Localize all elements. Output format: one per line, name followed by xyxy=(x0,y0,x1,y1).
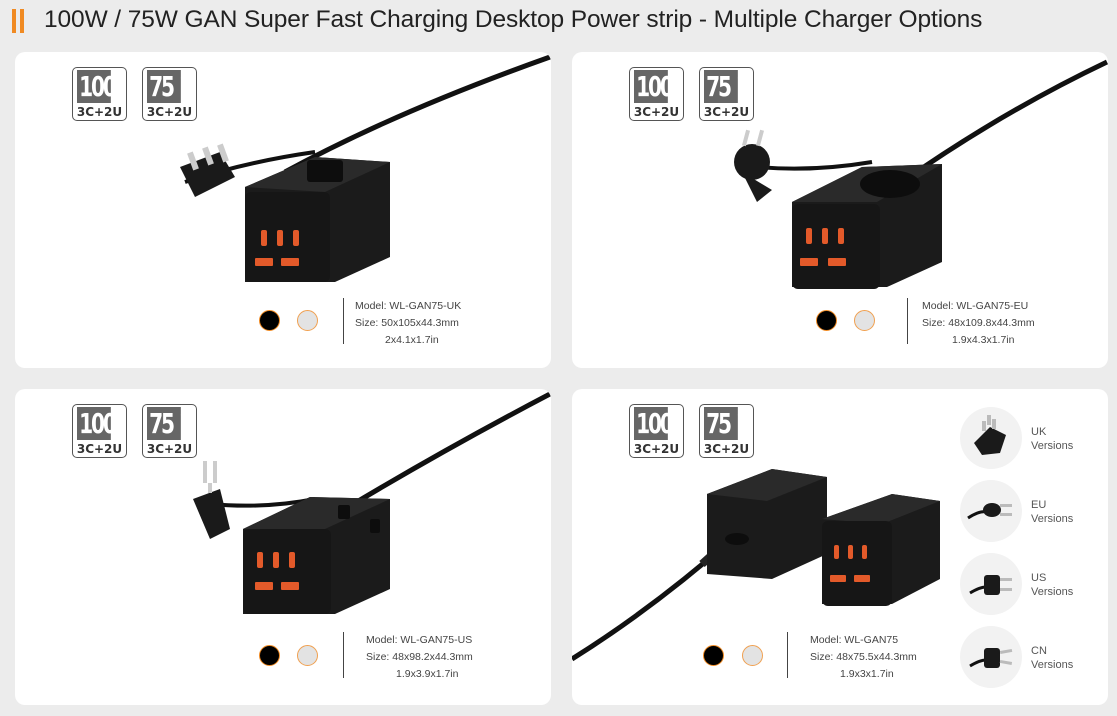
product-card-eu: 100 GaN 3C+2U 75 GaN 3C+2U Model: W xyxy=(572,52,1108,368)
power-strip-eu-image xyxy=(734,59,1108,289)
badge-100w: 100 GaN 3C+2U xyxy=(72,404,127,458)
version-code: US xyxy=(1031,572,1047,584)
size-label: Size: 48x98.2x44.3mm xyxy=(366,651,473,663)
power-badges: 100 GaN 3C+2U 75 GaN 3C+2U xyxy=(72,67,202,121)
badge-gan: GaN xyxy=(180,413,193,419)
model-label: Model: WL-GAN75-US xyxy=(366,634,473,646)
spec-divider xyxy=(907,298,908,344)
us-plug-icon xyxy=(960,553,1022,615)
spec-divider xyxy=(343,298,344,344)
version-label: Versions xyxy=(1031,513,1074,525)
badge-100w: 100 GaN 3C+2U xyxy=(629,404,684,458)
version-cn: CN Versions xyxy=(960,626,1100,690)
color-swatch-black[interactable] xyxy=(703,645,724,666)
accent-bar xyxy=(20,9,24,33)
version-uk: UK Versions xyxy=(960,407,1100,471)
badge-gan: GaN xyxy=(110,413,123,419)
spec-text: Model: WL-GAN75-US Size: 48x98.2x44.3mm … xyxy=(366,632,473,683)
version-label: Versions xyxy=(1031,586,1074,598)
spec-text: Model: WL-GAN75-EU Size: 48x109.8x44.3mm… xyxy=(922,298,1035,349)
badge-wattage: 100 xyxy=(77,407,117,440)
version-eu: EU Versions xyxy=(960,480,1100,544)
badge-75w: 75 GaN 3C+2U xyxy=(142,404,197,458)
badge-wattage: 75 xyxy=(147,407,181,440)
power-strip-uk-image xyxy=(180,54,551,282)
color-swatch-white[interactable] xyxy=(297,310,318,331)
badge-wattage: 75 xyxy=(147,70,181,103)
page-title: 100W / 75W GAN Super Fast Charging Deskt… xyxy=(44,6,983,33)
badge-gan: GaN xyxy=(180,76,193,82)
badge-75w: 75 GaN 3C+2U xyxy=(142,67,197,121)
product-card-adapter: 100 GaN 3C+2U 75 GaN 3C+2U Model: WL-GAN… xyxy=(572,389,1108,705)
product-card-us: 100 GaN 3C+2U 75 GaN 3C+2U Mod xyxy=(15,389,551,705)
badge-ports: 3C+2U xyxy=(633,105,680,119)
badge-75w: 75 GaN 3C+2U xyxy=(699,67,754,121)
size-inches: 2x4.1x1.7in xyxy=(385,334,439,346)
color-swatch-white[interactable] xyxy=(854,310,875,331)
version-code: UK xyxy=(1031,426,1047,438)
eu-plug-icon xyxy=(734,129,772,202)
eu-plug-icon xyxy=(960,480,1022,542)
us-plug-icon xyxy=(193,461,230,539)
version-label: Versions xyxy=(1031,440,1074,452)
badge-gan: GaN xyxy=(667,413,680,419)
color-swatch-white[interactable] xyxy=(297,645,318,666)
power-badges: 100 GaN 3C+2U 75 GaN 3C+2U xyxy=(629,404,759,458)
size-inches: 1.9x3x1.7in xyxy=(840,668,894,680)
color-swatch-black[interactable] xyxy=(259,310,280,331)
power-badges: 100 GaN 3C+2U 75 GaN 3C+2U xyxy=(72,404,202,458)
badge-100w: 100 GaN 3C+2U xyxy=(72,67,127,121)
color-swatch-black[interactable] xyxy=(259,645,280,666)
badge-ports: 3C+2U xyxy=(633,442,680,456)
version-label: Versions xyxy=(1031,659,1074,671)
badge-wattage: 100 xyxy=(634,70,674,103)
badge-gan: GaN xyxy=(110,76,123,82)
badge-gan: GaN xyxy=(737,76,750,82)
cn-plug-icon xyxy=(960,626,1022,688)
badge-gan: GaN xyxy=(737,413,750,419)
charger-adapter-image xyxy=(572,469,940,662)
size-label: Size: 50x105x44.3mm xyxy=(355,317,459,329)
badge-75w: 75 GaN 3C+2U xyxy=(699,404,754,458)
uk-plug-icon xyxy=(180,143,235,197)
spec-text: Model: WL-GAN75-UK Size: 50x105x44.3mm 2… xyxy=(355,298,461,349)
uk-plug-icon xyxy=(960,407,1022,469)
version-code: CN xyxy=(1031,645,1047,657)
badge-100w: 100 GaN 3C+2U xyxy=(629,67,684,121)
page-header: 100W / 75W GAN Super Fast Charging Deskt… xyxy=(0,0,1117,44)
model-label: Model: WL-GAN75-EU xyxy=(922,300,1029,312)
badge-ports: 3C+2U xyxy=(146,105,193,119)
badge-ports: 3C+2U xyxy=(76,442,123,456)
badge-ports: 3C+2U xyxy=(703,105,750,119)
accent-bar xyxy=(12,9,16,33)
spec-text: Model: WL-GAN75 Size: 48x75.5x44.3mm 1.9… xyxy=(810,632,917,683)
spec-divider xyxy=(343,632,344,678)
power-badges: 100 GaN 3C+2U 75 GaN 3C+2U xyxy=(629,67,759,121)
model-label: Model: WL-GAN75-UK xyxy=(355,300,462,312)
size-inches: 1.9x4.3x1.7in xyxy=(952,334,1015,346)
badge-wattage: 75 xyxy=(704,407,738,440)
model-label: Model: WL-GAN75 xyxy=(810,634,899,646)
product-card-uk: 100 GaN 3C+2U 75 GaN 3C+2U xyxy=(15,52,551,368)
plug-versions: UK Versions EU Versions US Versions CN Versi… xyxy=(960,407,1100,697)
size-inches: 1.9x3.9x1.7in xyxy=(396,668,459,680)
version-us: US Versions xyxy=(960,553,1100,617)
power-strip-us-image xyxy=(193,391,551,614)
badge-ports: 3C+2U xyxy=(146,442,193,456)
badge-wattage: 75 xyxy=(704,70,738,103)
size-label: Size: 48x109.8x44.3mm xyxy=(922,317,1035,329)
spec-divider xyxy=(787,632,788,678)
size-label: Size: 48x75.5x44.3mm xyxy=(810,651,917,663)
color-swatch-black[interactable] xyxy=(816,310,837,331)
badge-ports: 3C+2U xyxy=(76,105,123,119)
version-code: EU xyxy=(1031,499,1047,511)
color-swatch-white[interactable] xyxy=(742,645,763,666)
badge-ports: 3C+2U xyxy=(703,442,750,456)
badge-wattage: 100 xyxy=(634,407,674,440)
badge-wattage: 100 xyxy=(77,70,117,103)
badge-gan: GaN xyxy=(667,76,680,82)
